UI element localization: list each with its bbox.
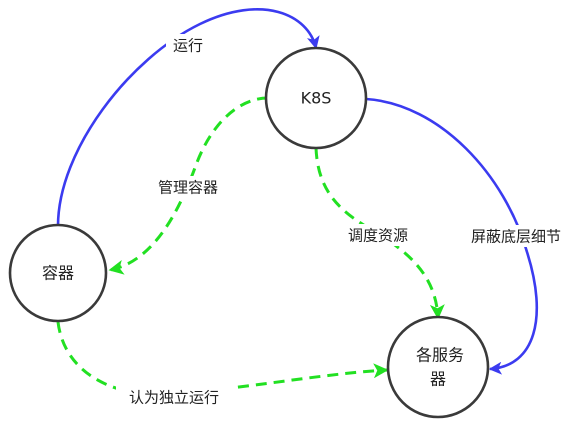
edge-label-manage-containers: 管理容器 xyxy=(148,176,228,198)
edge-run-independently xyxy=(56,321,389,395)
node-container-label: 容器 xyxy=(42,264,74,283)
edge-labels-layer: 运行 管理容器 调度资源 屏蔽底层细节 认为独立运行 xyxy=(116,34,572,408)
node-k8s-circle xyxy=(264,46,368,150)
node-services: 各服务 器 xyxy=(386,315,490,419)
edge-label-shield-details-text: 屏蔽底层细节 xyxy=(471,228,561,246)
edge-label-run-independently-text: 认为独立运行 xyxy=(129,389,219,407)
edge-label-schedule-resources: 调度资源 xyxy=(338,224,418,246)
nodes-layer: K8S 容器 各服务 器 xyxy=(8,46,490,419)
node-container-circle xyxy=(8,223,108,323)
node-services-label-line2: 器 xyxy=(430,370,446,389)
node-services-circle xyxy=(386,315,490,419)
node-container: 容器 xyxy=(8,223,108,323)
edge-label-run-text: 运行 xyxy=(173,37,203,55)
edge-label-run-independently: 认为独立运行 xyxy=(116,386,232,408)
edge-label-manage-containers-text: 管理容器 xyxy=(158,179,218,197)
edge-label-run: 运行 xyxy=(166,34,210,56)
edge-label-shield-details: 屏蔽底层细节 xyxy=(460,225,572,247)
node-k8s-label: K8S xyxy=(301,89,332,108)
edge-run xyxy=(56,8,320,227)
node-services-label-line1: 各服务 xyxy=(416,346,464,365)
node-k8s: K8S xyxy=(264,46,368,150)
edge-label-schedule-resources-text: 调度资源 xyxy=(348,227,408,245)
